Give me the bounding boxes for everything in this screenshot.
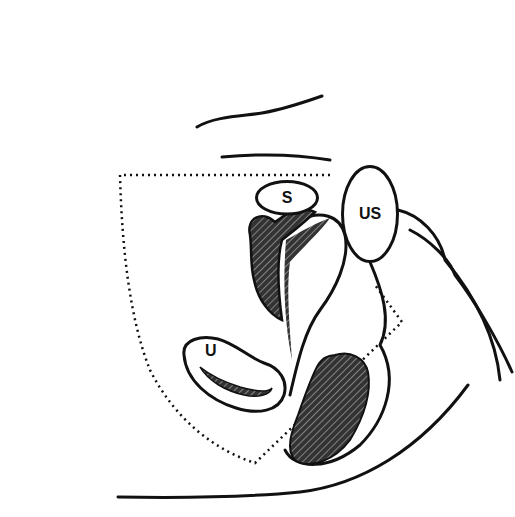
organ-outline: U bbox=[178, 333, 290, 417]
sacral-contour bbox=[410, 230, 512, 372]
organ-label: U bbox=[205, 343, 217, 359]
organ-label: S bbox=[282, 190, 293, 206]
sacral-contour bbox=[398, 210, 500, 380]
pubic-line bbox=[222, 155, 330, 160]
hatched-cavity bbox=[284, 218, 330, 360]
organ-shape bbox=[178, 333, 290, 417]
organ-outline bbox=[184, 338, 285, 412]
rectum-outline bbox=[285, 262, 389, 464]
dotted-region bbox=[120, 175, 402, 463]
hatched-cavity bbox=[249, 209, 315, 320]
organ-ellipse bbox=[257, 182, 318, 215]
organ-ellipse: S bbox=[255, 180, 319, 216]
abdominal-wall bbox=[197, 96, 322, 127]
organ-ellipse: US bbox=[341, 165, 399, 263]
hatched-cavity bbox=[290, 354, 369, 464]
organ-lumen bbox=[200, 367, 272, 396]
organ-ellipse bbox=[343, 167, 398, 262]
organ-label: US bbox=[359, 206, 381, 222]
